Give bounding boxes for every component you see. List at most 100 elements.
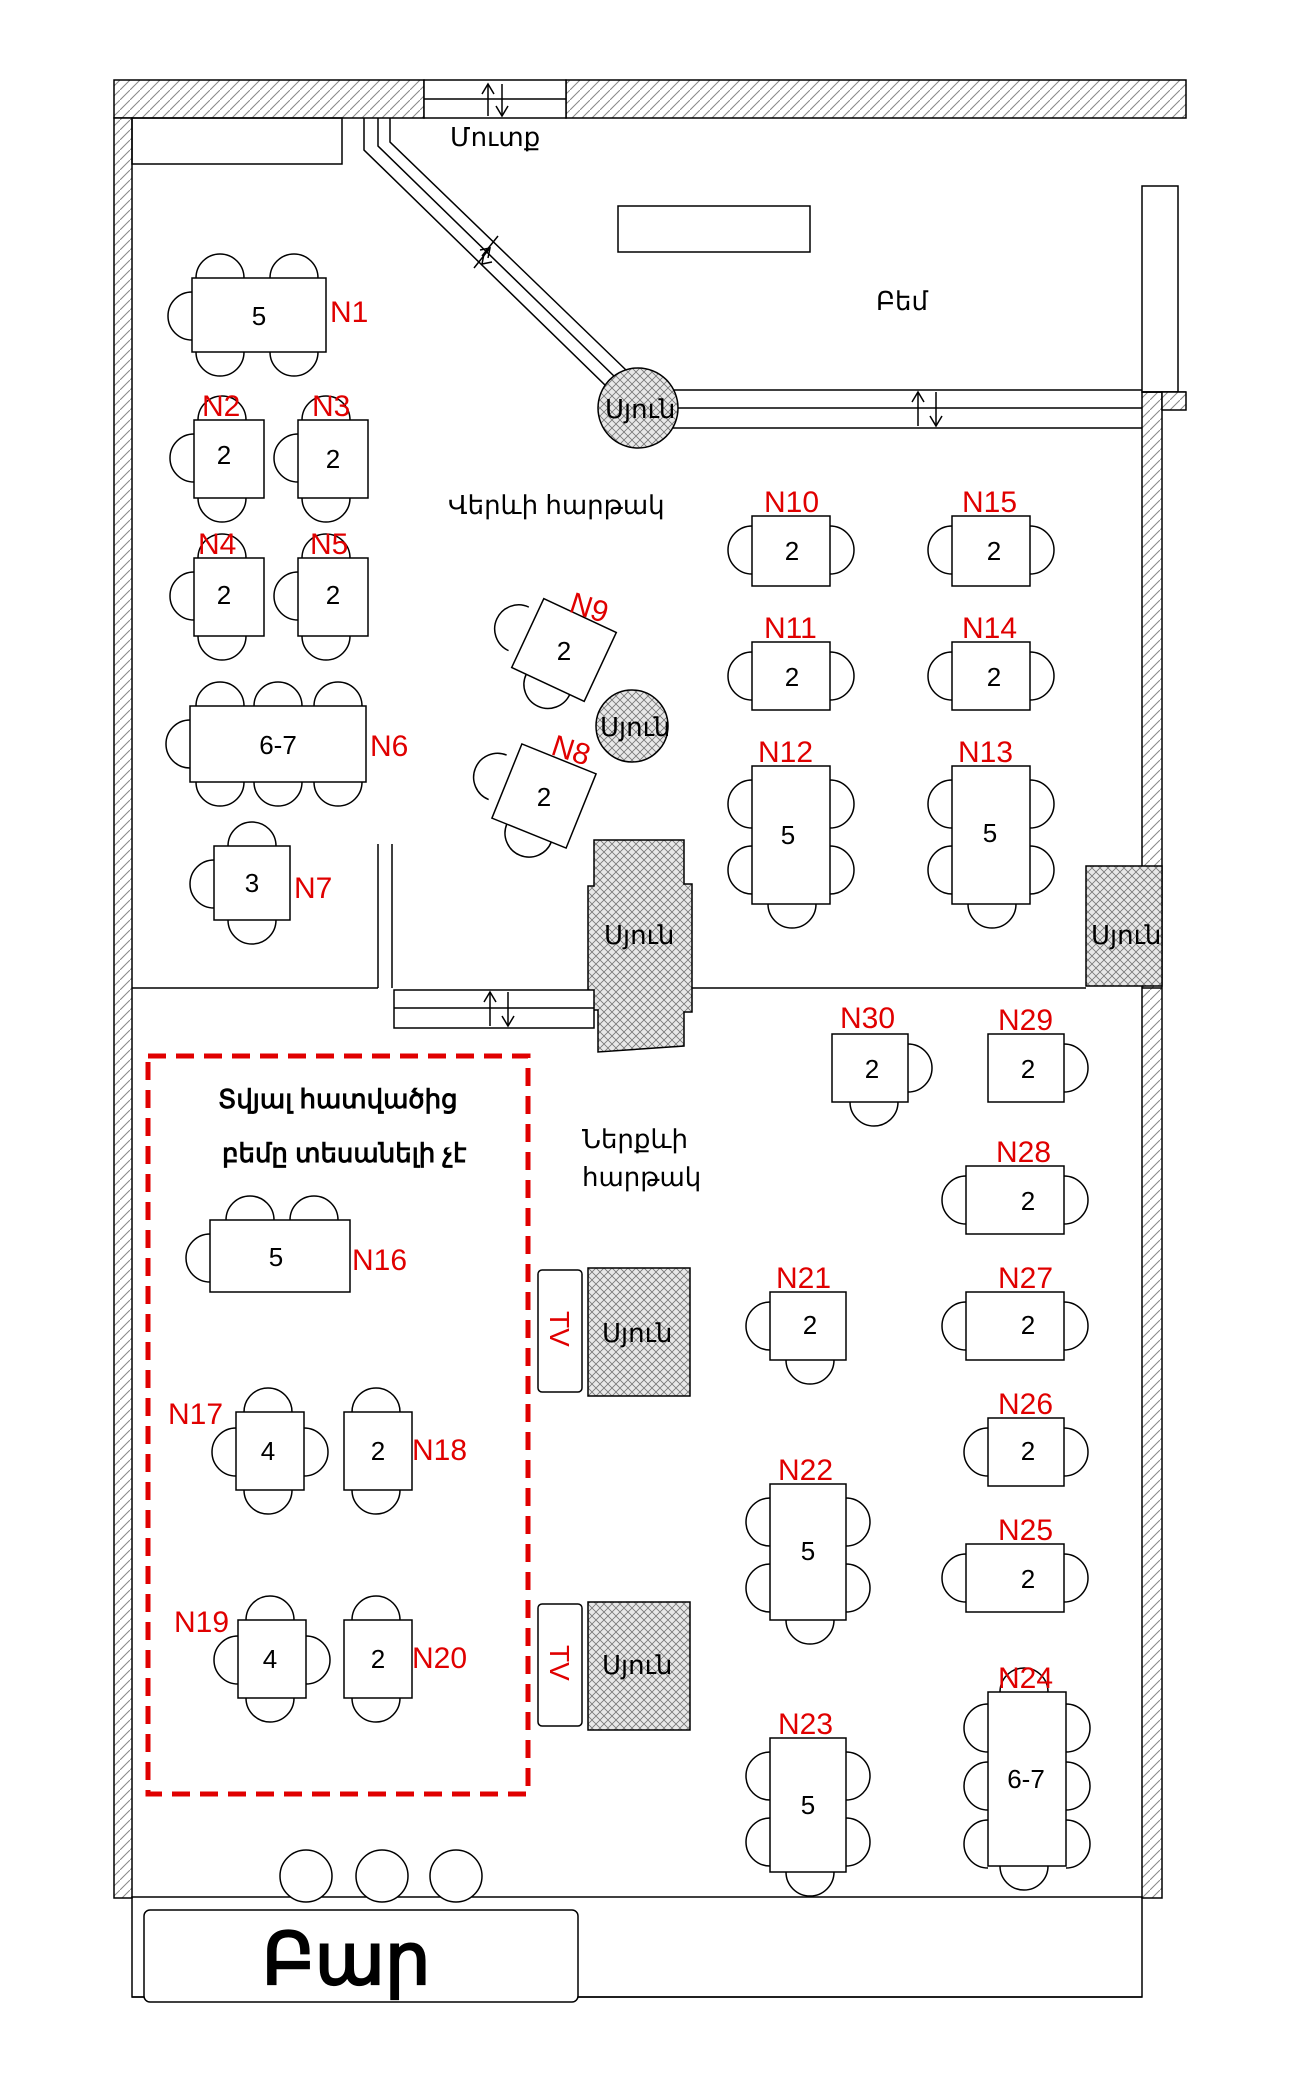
table-N10[interactable]: 2 (727, 515, 855, 587)
table-seats: 2 (217, 580, 231, 610)
table-number: N28 (996, 1136, 1051, 1169)
table-N26[interactable]: 2 (963, 1417, 1089, 1487)
table-number: N5 (310, 528, 348, 561)
table-seats: 6-7 (1007, 1764, 1045, 1794)
table-N22[interactable]: 5 (745, 1483, 871, 1645)
table-seats: 2 (785, 662, 799, 692)
table-N14[interactable]: 2 (927, 641, 1055, 711)
stage-railing (363, 118, 1142, 429)
table-number: N17 (168, 1398, 223, 1431)
table-seats: 2 (217, 440, 231, 470)
table-N27[interactable]: 2 (941, 1291, 1089, 1361)
table-N2[interactable]: 2 (169, 395, 265, 523)
table-seats: 2 (987, 662, 1001, 692)
table-N19[interactable]: 4 (213, 1595, 331, 1723)
table-number: N1 (330, 296, 368, 329)
table-number: N22 (778, 1454, 833, 1487)
table-seats: 5 (269, 1242, 283, 1272)
table-number: N13 (958, 736, 1013, 769)
table-N18[interactable]: 2 (343, 1387, 413, 1515)
table-seats: 2 (371, 1644, 385, 1674)
table-N28[interactable]: 2 (941, 1165, 1089, 1235)
column-upper-round: Սյուն (595, 689, 670, 763)
table-N4[interactable]: 2 (169, 533, 265, 661)
table-N12[interactable]: 5 (727, 765, 855, 929)
table-seats: 5 (801, 1790, 815, 1820)
table-N11[interactable]: 2 (727, 641, 855, 711)
table-N8[interactable]: 2 (451, 731, 598, 870)
table-N21[interactable]: 2 (745, 1291, 847, 1385)
column-right-wall: Սյուն (1085, 865, 1163, 987)
table-seats: 4 (263, 1644, 277, 1674)
hall-partition (132, 844, 1162, 989)
table-number: N12 (758, 736, 813, 769)
column-stage: Սյուն (597, 367, 679, 449)
table-N20[interactable]: 2 (343, 1595, 413, 1723)
stage-steps-diagonal[interactable] (473, 235, 499, 269)
no-view-note-1: Տվյալ հատվածից (218, 1084, 458, 1114)
table-N23[interactable]: 5 (745, 1737, 871, 1897)
table-seats: 2 (987, 536, 1001, 566)
table-N7[interactable]: 3 (189, 821, 291, 945)
table-seats: 2 (1021, 1186, 1035, 1216)
table-N5[interactable]: 2 (273, 533, 369, 661)
svg-text:Սյուն: Սյուն (1091, 920, 1161, 950)
table-number: N19 (174, 1606, 229, 1639)
table-N16[interactable]: 5 (185, 1195, 351, 1293)
table-number: N30 (840, 1002, 895, 1035)
table-seats: 2 (326, 580, 340, 610)
table-N30[interactable]: 2 (831, 1033, 933, 1127)
table-N17[interactable]: 4 (211, 1387, 329, 1515)
table-seats: 6-7 (259, 730, 297, 760)
table-number: N14 (962, 612, 1017, 645)
table-seats: 2 (865, 1054, 879, 1084)
table-N9[interactable]: 2 (471, 584, 618, 723)
table-number: N25 (998, 1514, 1053, 1547)
table-seats: 2 (371, 1436, 385, 1466)
table-seats: 3 (245, 868, 259, 898)
table-N1[interactable]: 5 (167, 253, 327, 377)
stage-steps-right[interactable] (911, 390, 943, 428)
no-view-note-2: բեմը տեսանելի չէ (222, 1138, 467, 1168)
table-seats: 2 (1021, 1564, 1035, 1594)
table-seats: 5 (801, 1536, 815, 1566)
hall-steps[interactable] (393, 989, 595, 1029)
table-number: N29 (998, 1004, 1053, 1037)
table-seats: 2 (1021, 1436, 1035, 1466)
table-number: N27 (998, 1262, 1053, 1295)
table-N24[interactable]: 6-7 (963, 1667, 1091, 1891)
table-seats: 2 (803, 1310, 817, 1340)
table-seats: 5 (252, 301, 266, 331)
table-seats: 2 (557, 636, 571, 666)
table-number: N2 (202, 390, 240, 423)
bar-counter: Բար (143, 1909, 579, 2003)
svg-text:TV: TV (544, 1645, 575, 1681)
bar-stools[interactable] (279, 1849, 483, 1903)
upper-hall-label: Վերևի հարթակ (448, 490, 665, 520)
table-number: N23 (778, 1708, 833, 1741)
table-number: N4 (198, 528, 236, 561)
table-N15[interactable]: 2 (927, 515, 1055, 587)
table-N25[interactable]: 2 (941, 1543, 1089, 1613)
table-number: N6 (370, 730, 408, 763)
outer-walls (113, 79, 1187, 1998)
table-N29[interactable]: 2 (987, 1033, 1089, 1103)
table-seats: 5 (983, 818, 997, 848)
svg-text:Սյուն: Սյուն (600, 712, 670, 742)
table-seats: 2 (537, 782, 551, 812)
bar-label: Բար (262, 1920, 430, 2001)
entrance-door[interactable] (423, 79, 567, 119)
table-seats: 2 (1021, 1310, 1035, 1340)
table-number: N24 (998, 1662, 1053, 1695)
table-N3[interactable]: 2 (273, 395, 369, 523)
column-lower-2: Սյուն (587, 1601, 691, 1731)
tv-panel-1: TV (537, 1269, 583, 1393)
table-number: N20 (412, 1642, 467, 1675)
table-number: N15 (962, 486, 1017, 519)
table-N6[interactable]: 6-7 (165, 681, 367, 807)
table-N13[interactable]: 5 (927, 765, 1055, 929)
column-lower-1: Սյուն (587, 1267, 691, 1397)
svg-text:Սյուն: Սյուն (605, 394, 675, 424)
svg-text:Սյուն: Սյուն (602, 1318, 672, 1348)
